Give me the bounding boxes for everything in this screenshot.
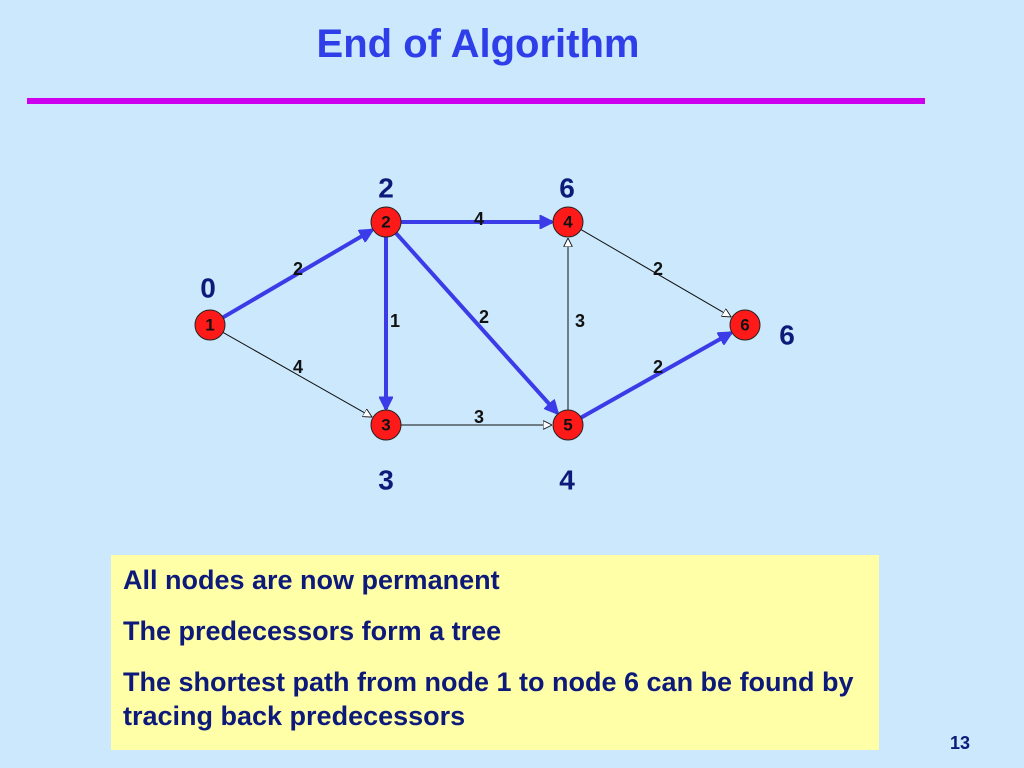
- node-2: 2: [370, 206, 402, 238]
- note-3: The shortest path from node 1 to node 6 …: [123, 667, 854, 731]
- node-4: 4: [552, 206, 584, 238]
- edge-weight-2-5: 2: [479, 307, 489, 327]
- title-divider: [27, 98, 925, 104]
- node-label: 2: [381, 212, 390, 231]
- edge-weights-layer: 2 4 4 1 2 3 3 2 2: [293, 209, 663, 427]
- notes-box: All nodes are now permanent The predeces…: [111, 555, 879, 750]
- node-1: 1: [194, 309, 226, 341]
- edge-4-6: [580, 229, 731, 317]
- edge-weight-5-6: 2: [653, 357, 663, 377]
- edge-weight-5-4: 3: [575, 311, 585, 331]
- node-circle: [552, 206, 584, 238]
- edges-layer: [221, 222, 731, 425]
- edge-1-2: [221, 228, 372, 320]
- edge-weight-1-2: 2: [293, 259, 303, 279]
- edge-1-3: [222, 331, 372, 417]
- note-2: The predecessors form a tree: [123, 616, 502, 646]
- page-number: 13: [950, 733, 971, 753]
- distance-label-node-6: 6: [779, 319, 795, 350]
- edge-5-6: [580, 331, 731, 420]
- distance-label-node-1: 0: [200, 272, 216, 303]
- edge-weight-3-5: 3: [474, 407, 484, 427]
- edge-weight-4-6: 2: [653, 259, 663, 279]
- node-label: 5: [563, 415, 572, 434]
- slide-title: End of Algorithm: [316, 22, 640, 66]
- edge-weight-2-3: 1: [390, 311, 400, 331]
- note-1: All nodes are now permanent: [123, 565, 500, 595]
- node-label: 6: [740, 315, 749, 334]
- nodes-layer: 1 2 3 4 5 6: [194, 206, 761, 441]
- edge-2-5: [394, 231, 557, 413]
- distance-label-node-4: 6: [559, 172, 575, 203]
- edge-weight-2-4: 4: [474, 209, 484, 229]
- distance-label-node-2: 2: [378, 172, 394, 203]
- node-label: 3: [381, 415, 390, 434]
- node-5: 5: [552, 409, 584, 441]
- node-circle: [370, 206, 402, 238]
- node-circle: [370, 409, 402, 441]
- node-6: 6: [729, 309, 761, 341]
- node-label: 1: [205, 315, 214, 334]
- node-circle: [552, 409, 584, 441]
- node-label: 4: [563, 212, 573, 231]
- edge-weight-1-3: 4: [293, 357, 303, 377]
- node-3: 3: [370, 409, 402, 441]
- distance-label-node-5: 4: [559, 464, 575, 495]
- node-circle: [729, 309, 761, 341]
- distance-labels-layer: 0 2 3 6 4 6: [200, 172, 795, 495]
- node-circle: [194, 309, 226, 341]
- distance-label-node-3: 3: [378, 464, 394, 495]
